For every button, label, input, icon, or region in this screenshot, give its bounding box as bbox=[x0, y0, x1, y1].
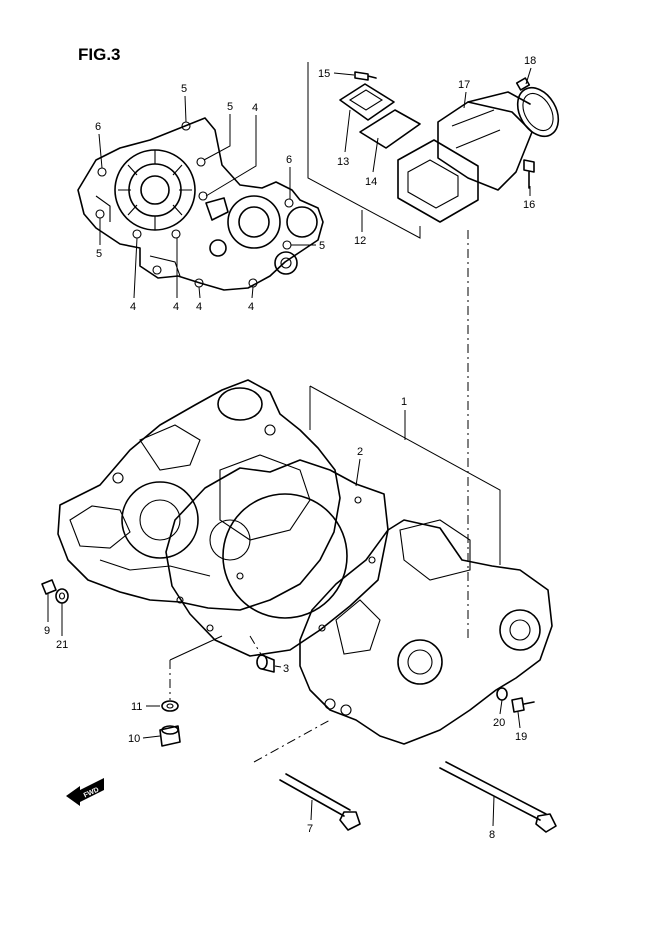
callout-13: 13 bbox=[337, 156, 349, 168]
callout-11: 11 bbox=[131, 701, 142, 713]
callout-12: 12 bbox=[354, 235, 366, 247]
callout-6a: 6 bbox=[95, 121, 101, 133]
callout-4e: 4 bbox=[248, 301, 254, 313]
callout-5c: 5 bbox=[96, 248, 102, 260]
callout-21: 21 bbox=[56, 639, 68, 651]
callout-4b: 4 bbox=[130, 301, 136, 313]
long-bolt-8-drawing bbox=[439, 761, 557, 833]
callout-3: 3 bbox=[283, 663, 289, 675]
figure-label: FIG.3 bbox=[78, 45, 121, 64]
callout-19: 19 bbox=[515, 731, 527, 743]
fwd-arrow-icon: FWD bbox=[66, 778, 104, 806]
callout-7: 7 bbox=[307, 823, 313, 835]
dowel-pin-drawing bbox=[256, 654, 275, 673]
bolt-19-washer-20-drawing bbox=[496, 687, 535, 713]
callout-17: 17 bbox=[458, 79, 470, 91]
callout-9: 9 bbox=[44, 625, 50, 637]
bolt-9-washer-21-drawing bbox=[41, 579, 69, 604]
crankcase-left-drawing bbox=[57, 379, 341, 611]
callout-20: 20 bbox=[493, 717, 505, 729]
callout-4c: 4 bbox=[173, 301, 179, 313]
callout-4a: 4 bbox=[252, 102, 258, 114]
callout-18: 18 bbox=[524, 55, 536, 67]
drain-plug-drawing bbox=[159, 700, 181, 747]
gasket-drawing bbox=[165, 459, 389, 657]
callout-5b: 5 bbox=[227, 101, 233, 113]
intake-assembly-drawing bbox=[307, 62, 560, 239]
callout-16: 16 bbox=[523, 199, 535, 211]
bracket-1 bbox=[309, 385, 501, 565]
callout-4d: 4 bbox=[196, 301, 202, 313]
callout-6b: 6 bbox=[286, 154, 292, 166]
long-bolt-7-drawing bbox=[279, 773, 361, 831]
crankcase-cover-drawing bbox=[77, 117, 324, 291]
callouts: 15 13 14 12 17 18 16 5 5 4 6 6 5 5 4 bbox=[44, 55, 536, 841]
callout-8: 8 bbox=[489, 829, 495, 841]
crankcase-right-drawing bbox=[299, 519, 553, 745]
callout-15: 15 bbox=[318, 68, 330, 80]
callout-14: 14 bbox=[365, 176, 377, 188]
callout-1: 1 bbox=[401, 396, 407, 408]
callout-5a: 5 bbox=[181, 83, 187, 95]
callout-5d: 5 bbox=[319, 240, 325, 252]
callout-10: 10 bbox=[128, 733, 140, 745]
callout-2: 2 bbox=[357, 446, 363, 458]
